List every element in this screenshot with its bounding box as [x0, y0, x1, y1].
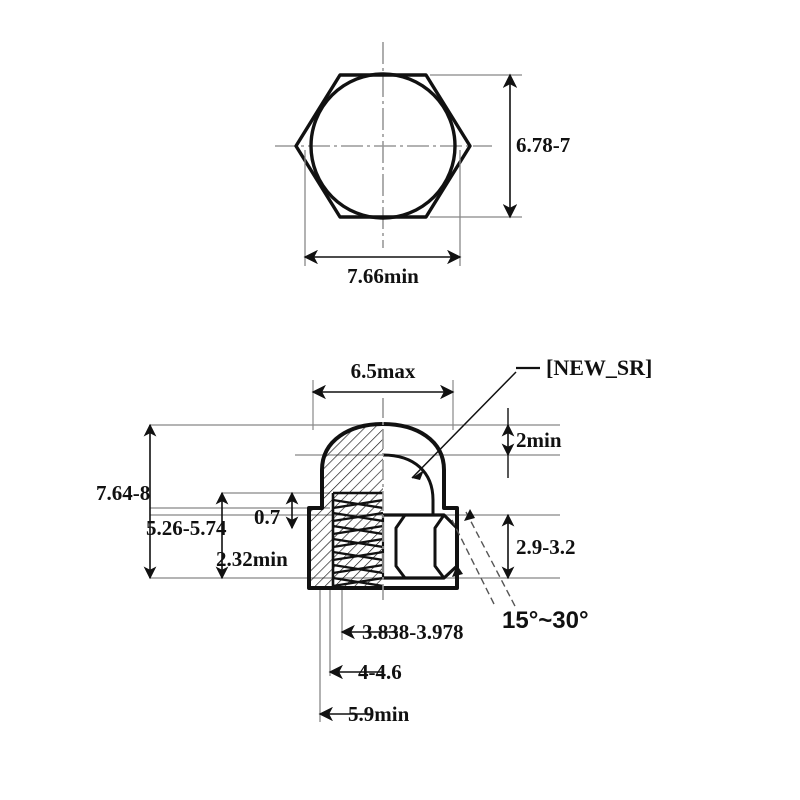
chamfer-arrow-lower — [452, 565, 463, 577]
radius-note-label: [NEW_SR] — [546, 355, 652, 380]
chamfer-angle-label: 15°~30° — [502, 607, 589, 634]
top-view-group: 6.78-7 7.66min — [275, 42, 570, 288]
chamfer-leader-upper — [465, 511, 517, 609]
hex-flat-edge-far — [433, 514, 446, 579]
chamfer-leader-lower — [451, 519, 495, 605]
radius-note-leader: [NEW_SR] — [411, 355, 652, 480]
dome-wall-dimension-label: 2min — [516, 428, 562, 452]
body-height-dimension-label: 5.26-5.74 — [146, 516, 227, 540]
thread-depth-dimension-label: 2.32min — [216, 547, 288, 571]
radius-leader-line — [411, 371, 517, 479]
thread-minor-dimension-label: 3.838-3.978 — [362, 620, 464, 644]
hex-body-right-outline — [383, 513, 459, 580]
hexagon-outline — [294, 73, 472, 219]
bottom-leader-dimensions: 3.838-3.978 4-4.6 5.9min — [318, 590, 464, 726]
hex-height-dimension-label: 2.9-3.2 — [516, 535, 576, 559]
radius-leader-arrow — [412, 470, 424, 480]
dome-inner-wall — [382, 453, 435, 515]
chamfer-angle-leaders: 15°~30° — [451, 509, 589, 634]
thread-major-dimension-label: 4-4.6 — [358, 660, 402, 684]
dome-width-dimension-label: 6.5max — [351, 359, 416, 383]
across-flats-dimension-label: 6.78-7 — [516, 133, 570, 157]
chamfer-arrow-upper — [464, 509, 475, 521]
thread-profile — [332, 498, 384, 588]
hexagon-inscribed-circle — [309, 72, 457, 220]
across-corners-dimension-label: 7.66min — [347, 264, 419, 288]
total-height-dimension-label: 7.64-8 — [96, 481, 150, 505]
section-view-group: 6.5max — [96, 355, 652, 726]
hex-flat-edge-near — [394, 514, 407, 579]
bore-dimension-label: 5.9min — [348, 702, 410, 726]
washer-face-dimension-label: 0.7 — [254, 505, 280, 529]
